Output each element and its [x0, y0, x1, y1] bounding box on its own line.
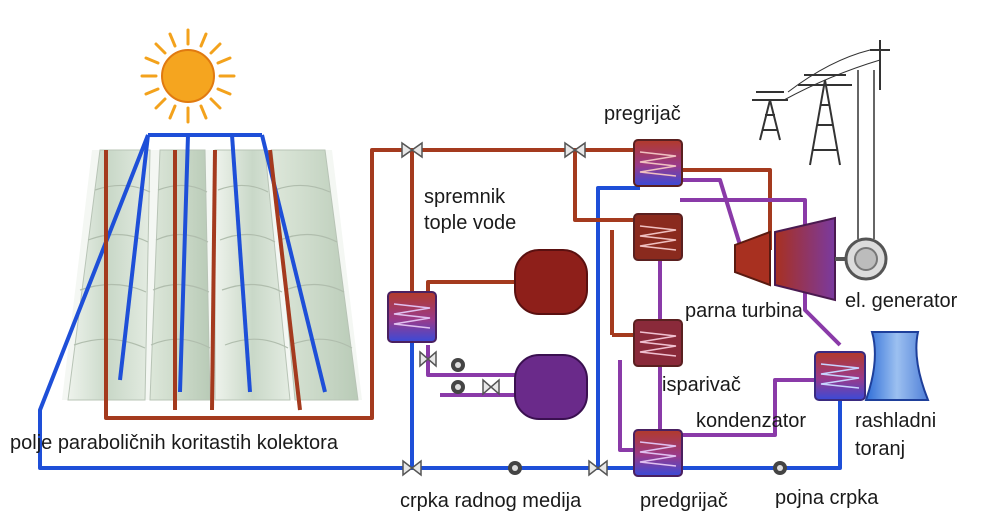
- electric-generator: [844, 70, 888, 281]
- pump-icon: [451, 358, 787, 475]
- heat-exchanger-2: [633, 213, 683, 261]
- label-collector-field: polje paraboličnih koritastih kolektora: [10, 432, 338, 454]
- label-feed-pump: pojna crpka: [775, 487, 879, 509]
- label-evaporator: isparivač: [662, 374, 741, 396]
- superheater: [633, 139, 683, 187]
- evaporator: [633, 319, 683, 367]
- label-hot-water-tank-line2: tople vode: [424, 212, 517, 234]
- label-steam-turbine: parna turbina: [685, 300, 803, 322]
- label-working-fluid-pump: crpka radnog medija: [400, 490, 582, 512]
- label-hot-water-tank-line1: spremnik: [424, 186, 506, 208]
- transmission-tower-icon: [752, 40, 890, 166]
- collector-row-2: [149, 149, 211, 401]
- label-superheater: pregrijač: [604, 103, 681, 125]
- label-preheater: predgrijač: [640, 490, 728, 512]
- label-cooling-tower-line1: rashladni: [855, 410, 937, 432]
- cooling-tower: [864, 331, 930, 401]
- sun-icon: [140, 28, 236, 124]
- preheater: [633, 429, 683, 477]
- label-generator: el. generator: [845, 290, 958, 312]
- cold-loop-pipes: [38, 133, 842, 470]
- hot-loop-pipes: [104, 148, 772, 420]
- condenser: [814, 351, 866, 401]
- cold-storage-tank: [514, 354, 588, 420]
- hot-water-tank: [514, 249, 588, 315]
- label-condenser: kondenzator: [696, 410, 807, 432]
- label-cooling-tower-line2: toranj: [855, 438, 906, 460]
- valve-icon: [401, 141, 608, 477]
- storage-heat-exchanger: [387, 291, 437, 343]
- steam-turbine: [734, 216, 848, 302]
